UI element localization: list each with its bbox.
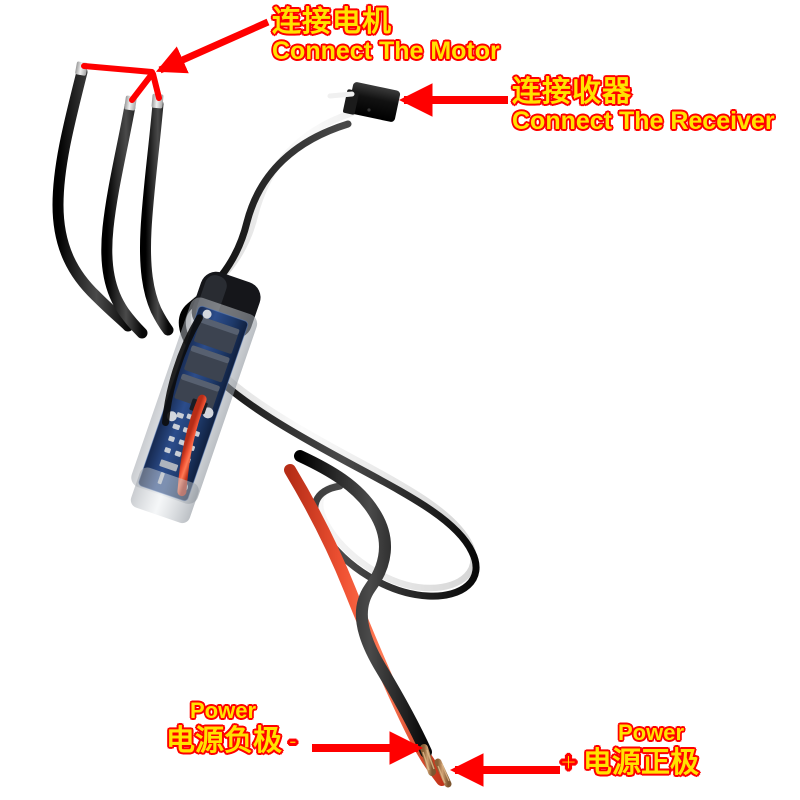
power-wires	[284, 450, 452, 788]
power-tip-positive	[434, 758, 452, 788]
esc-black-lead	[162, 314, 203, 427]
esc-heatshrink-bottom	[130, 467, 199, 524]
servo-wire-black	[178, 120, 480, 600]
label-power-negative-english: Power	[189, 698, 257, 723]
label-power-positive-chinese: 电源正极	[582, 744, 700, 779]
label-power-positive-sign: +	[559, 746, 578, 779]
motor-wire-2	[101, 100, 148, 339]
motor-wire-3	[140, 98, 174, 336]
esc-mosfets	[174, 317, 240, 411]
label-connect-receiver-chinese: 连接收器	[511, 74, 633, 108]
label-power-negative-chinese: 电源负极	[165, 722, 283, 757]
power-tip-negative	[420, 744, 436, 776]
motor-wire-1	[52, 66, 134, 332]
label-power-negative: Power 电源负极-	[165, 698, 299, 757]
label-power-negative-sign: -	[287, 724, 299, 757]
motor-wire-tip-1	[75, 61, 88, 76]
label-power-positive: Power +电源正极	[559, 720, 700, 779]
servo-wire-white	[184, 109, 477, 592]
servo-cable	[178, 82, 480, 600]
esc-module	[130, 271, 261, 524]
label-connect-receiver-english: Connect The Receiver	[511, 107, 775, 136]
motor-wires	[52, 61, 174, 339]
esc-solder-pad	[202, 309, 212, 319]
power-wire-negative	[294, 450, 432, 758]
motor-wire-tip-3	[151, 93, 164, 109]
label-connect-motor-chinese: 连接电机	[271, 4, 393, 38]
label-connect-motor-english: Connect The Motor	[271, 37, 501, 66]
motor-wire-tip-2	[124, 95, 137, 111]
label-connect-receiver: 连接收器 Connect The Receiver	[511, 74, 776, 136]
label-connect-motor: 连接电机 Connect The Motor	[271, 4, 501, 66]
label-power-positive-english: Power	[617, 720, 685, 745]
